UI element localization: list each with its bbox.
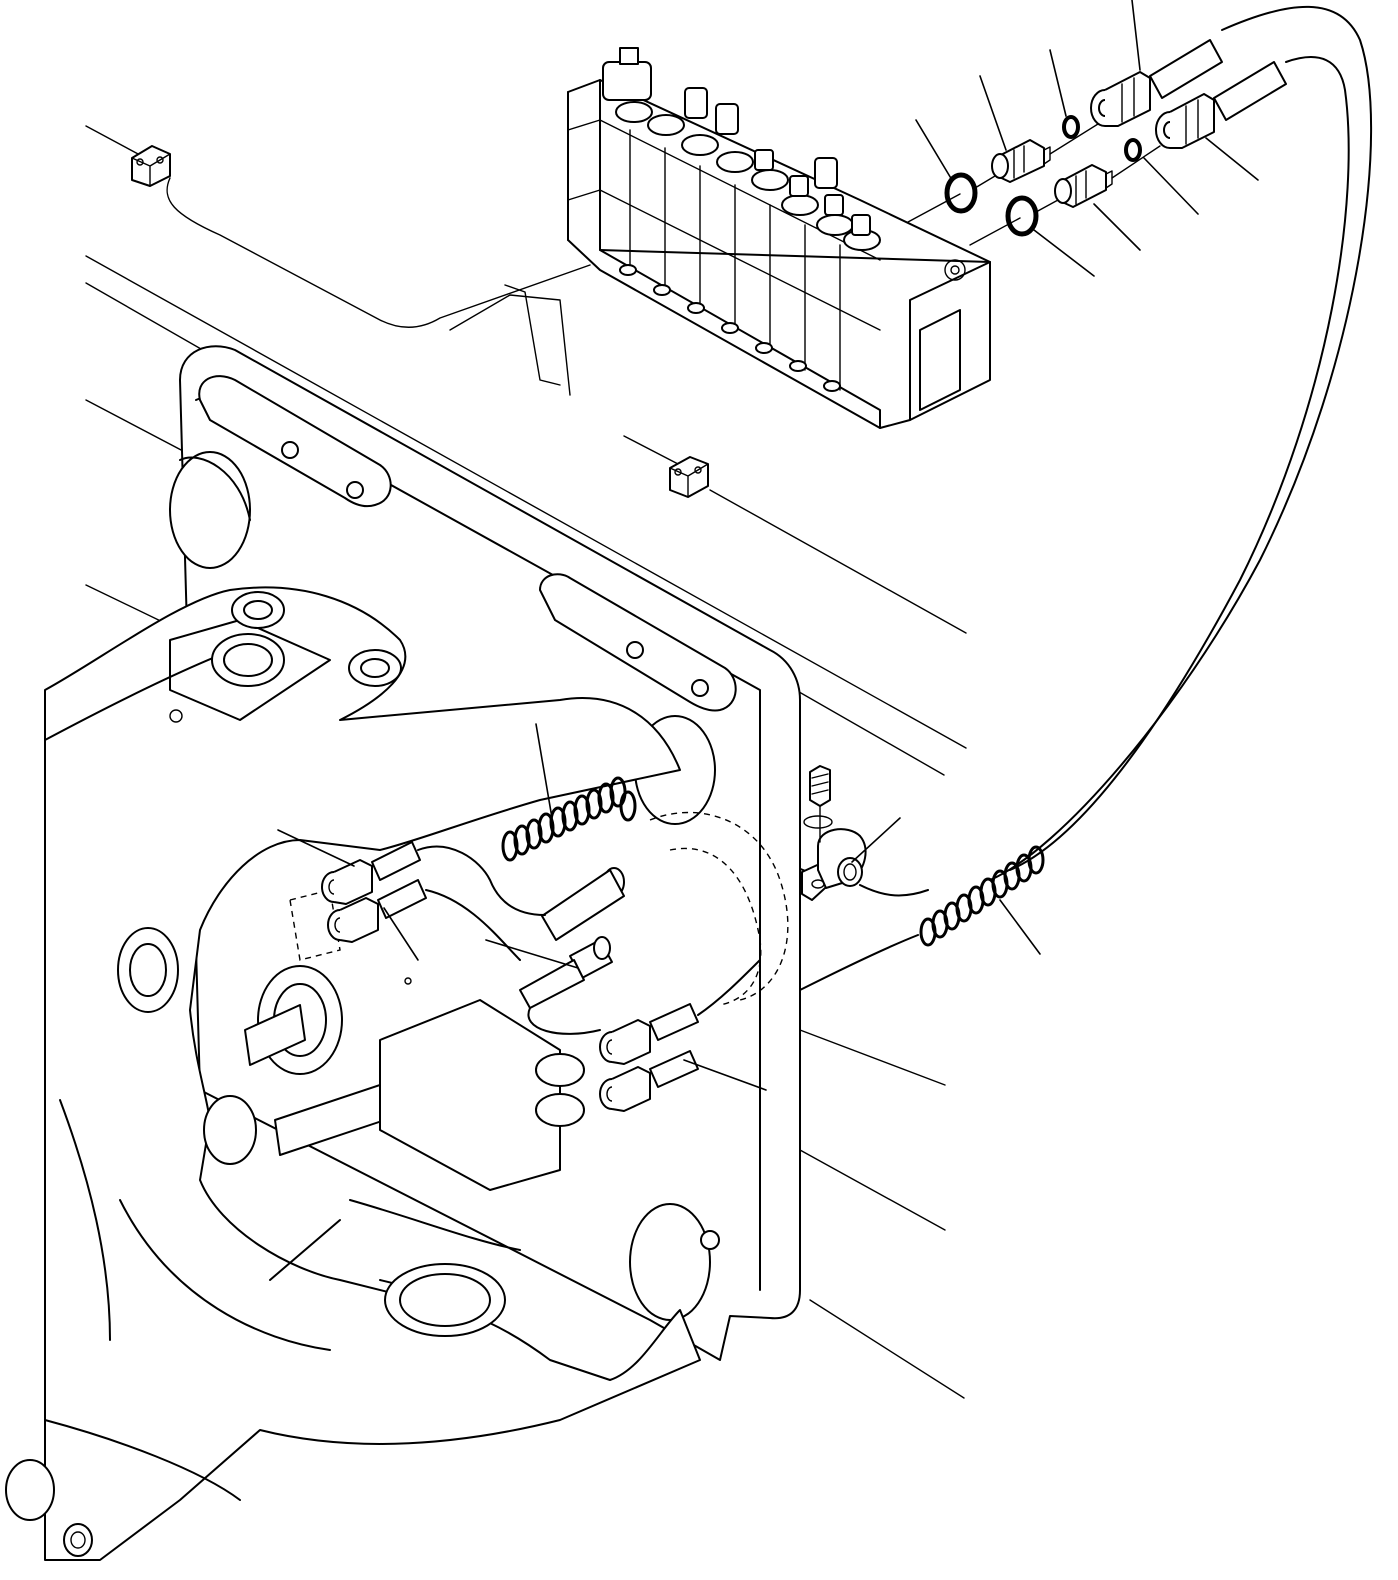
hose-end-lower: [1155, 61, 1287, 149]
valve-spool-ends: [619, 264, 841, 392]
leader-hose-upper: [1131, 0, 1141, 71]
leader-o-ring-large-lower: [1033, 229, 1095, 277]
leader-o-ring-small-lower: [1143, 157, 1199, 215]
cylinder-hose-connectors: [321, 841, 761, 1112]
leader-adapter-upper: [979, 75, 1007, 151]
valve-solenoids: [602, 47, 881, 251]
adapter-fitting-upper: [991, 139, 1051, 183]
control-valve: [567, 47, 991, 429]
leader-connector-left-lower: [383, 907, 419, 961]
o-ring-small-upper: [1062, 115, 1080, 139]
swing-frame: [5, 345, 801, 1561]
hidden-lines: [289, 811, 789, 1006]
connector-lower-pair: [599, 1003, 699, 1112]
hose-clip-upper-left: [131, 145, 171, 187]
spiral-guard-center: [501, 776, 637, 862]
fitting-axis-lines: [907, 123, 1161, 246]
leader-connector-upper-left: [277, 829, 355, 867]
adapter-fitting-lower: [1054, 164, 1113, 208]
leader-hose-lower: [1205, 137, 1259, 181]
leader-spiral-guard-right: [999, 899, 1041, 955]
spiral-guard-right: [919, 845, 1045, 947]
leader-connector-center: [485, 939, 579, 969]
hose-clip-center: [669, 456, 709, 498]
hose-clamp-with-bolt: [801, 765, 867, 901]
o-ring-large-lower: [1005, 195, 1039, 237]
callout-leaders: [277, 0, 1259, 1091]
hose-end-upper: [1090, 39, 1223, 127]
leader-spiral-guard-center: [535, 723, 553, 819]
leader-o-ring-large-upper: [915, 119, 953, 181]
leader-adapter-lower: [1093, 203, 1141, 251]
connector-upper-left-pair: [321, 841, 427, 943]
connector-center: [519, 867, 625, 1009]
o-ring-small-lower: [1124, 138, 1142, 162]
leader-connector-lower: [683, 1059, 767, 1091]
o-ring-large-upper: [944, 172, 978, 214]
leader-clamp: [851, 817, 901, 863]
leader-o-ring-small-upper: [1049, 49, 1067, 117]
